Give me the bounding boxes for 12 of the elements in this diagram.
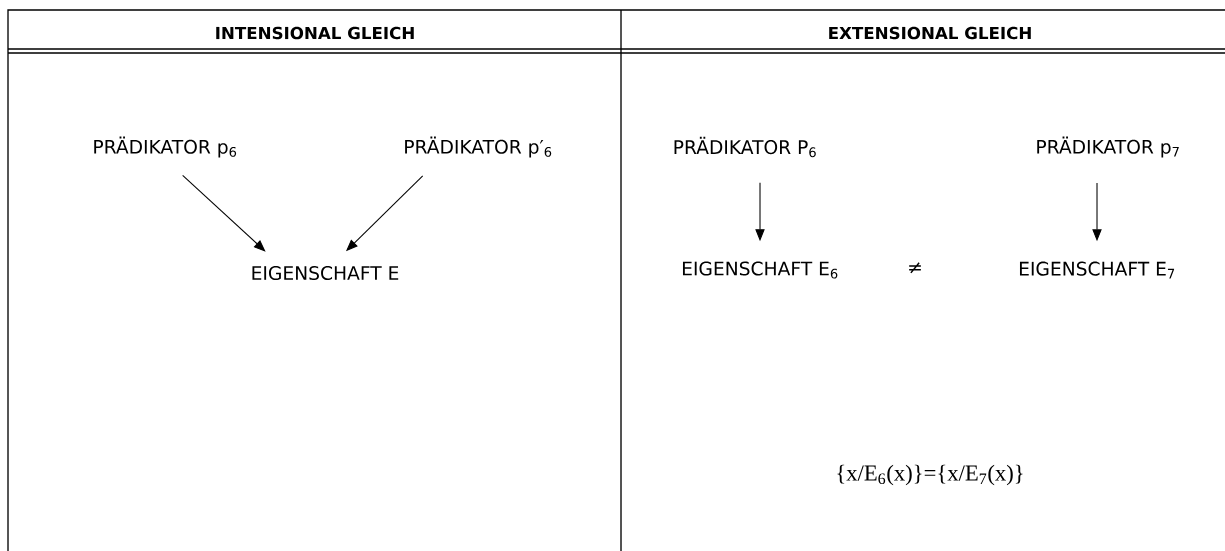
term-label: PRÄDIKATOR p′$_{6}$ — [405, 136, 552, 158]
term-label: PRÄDIKATOR P$_{6}$ — [674, 136, 816, 158]
term-label: EIGENSCHAFT E$_{7}$ — [1020, 261, 1175, 279]
set-equation: {x/E$_{6}$(x)}={x/E$_{7}$(x)} — [837, 464, 1023, 486]
term-label: PRÄDIKATOR p$_{6}$ — [94, 136, 237, 158]
column-heading: EXTENSIONAL GLEICH — [829, 26, 1031, 40]
term-label: EIGENSCHAFT E$_{6}$ — [683, 261, 838, 279]
term-label: EIGENSCHAFT E — [252, 265, 399, 281]
not-equal-sign: ≠ — [909, 262, 921, 274]
column-heading: INTENSIONAL GLEICH — [216, 26, 414, 40]
term-label: PRÄDIKATOR p$_{7}$ — [1037, 136, 1179, 158]
arrow — [182, 174, 266, 252]
